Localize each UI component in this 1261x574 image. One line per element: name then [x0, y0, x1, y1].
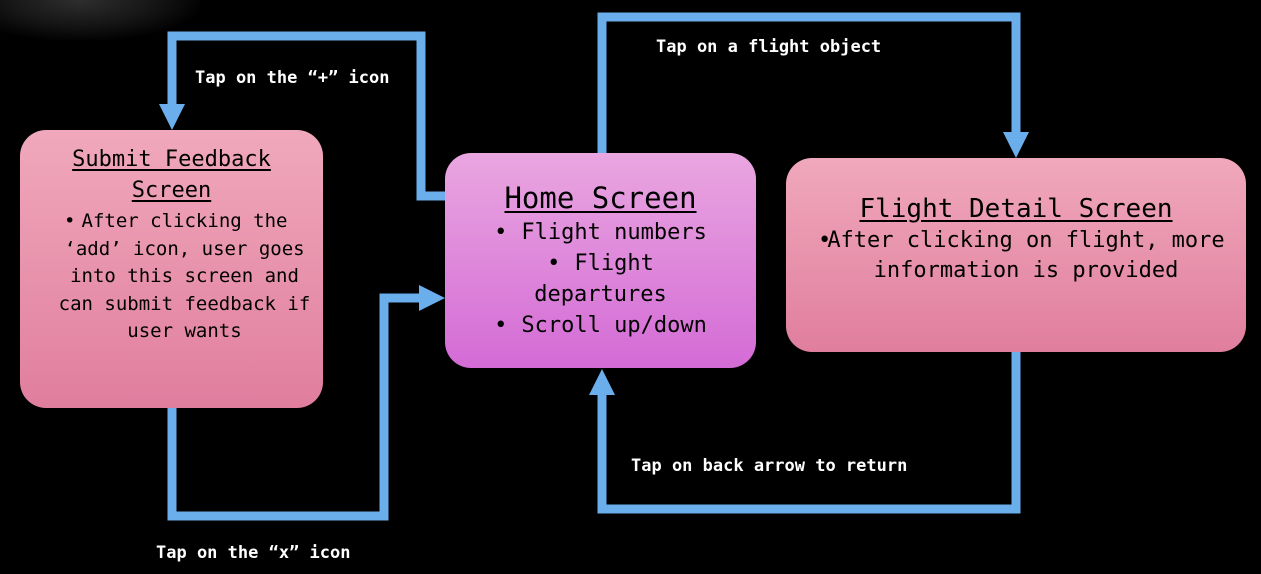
arrowhead-into-detail [1003, 132, 1029, 158]
submit-feedback-node: Submit Feedback Screen • After clicking … [20, 130, 323, 408]
list-item-text: Flight departures [534, 251, 667, 307]
background-texture [0, 0, 200, 40]
edge-label-back-arrow: Tap on back arrow to return [631, 456, 908, 476]
flight-detail-title: Flight Detail Screen [859, 194, 1173, 224]
home-screen-list: •Flight numbers •Flight departures •Scro… [445, 217, 756, 341]
submit-feedback-description: • After clicking the ‘add’ icon, user go… [32, 208, 311, 346]
arrow-home-to-feedback [167, 31, 445, 201]
list-item-text: Scroll up/down [521, 313, 707, 338]
bullet-icon: • [818, 228, 832, 253]
submit-feedback-title-line1: Submit Feedback [72, 147, 271, 172]
bullet-icon: • [494, 313, 508, 338]
edge-label-x-icon: Tap on the “x” icon [156, 543, 351, 563]
flight-detail-description: • After clicking on flight, more informa… [786, 226, 1246, 286]
submit-feedback-title: Submit Feedback Screen [32, 144, 311, 206]
home-screen-title: Home Screen [504, 181, 697, 215]
edge-label-flight-object: Tap on a flight object [656, 37, 882, 57]
arrowhead-into-feedback [159, 104, 185, 130]
edge-label-plus-icon: Tap on the “+” icon [195, 68, 390, 88]
arrow-home-to-detail [597, 12, 1021, 153]
home-screen-node: Home Screen •Flight numbers •Flight depa… [445, 153, 756, 368]
submit-feedback-description-text: After clicking the ‘add’ icon, user goes… [58, 210, 311, 343]
list-item-text: Flight numbers [521, 220, 707, 245]
arrowhead-into-home-left [419, 285, 445, 311]
bullet-icon: • [547, 251, 561, 276]
arrow-feedback-to-home [167, 293, 420, 521]
arrow-detail-to-home [597, 352, 1021, 514]
flight-detail-node: Flight Detail Screen • After clicking on… [786, 158, 1246, 352]
bullet-icon: • [494, 220, 508, 245]
arrowhead-into-home-bottom [589, 369, 615, 395]
list-item: • Flight numbers [445, 217, 756, 248]
list-item: • Scroll up/down [445, 310, 756, 341]
flight-detail-description-text: After clicking on flight, more informati… [827, 228, 1225, 283]
submit-feedback-title-line2: Screen [131, 178, 212, 203]
list-item: •Flight departures [445, 248, 756, 310]
bullet-icon: • [64, 210, 76, 232]
